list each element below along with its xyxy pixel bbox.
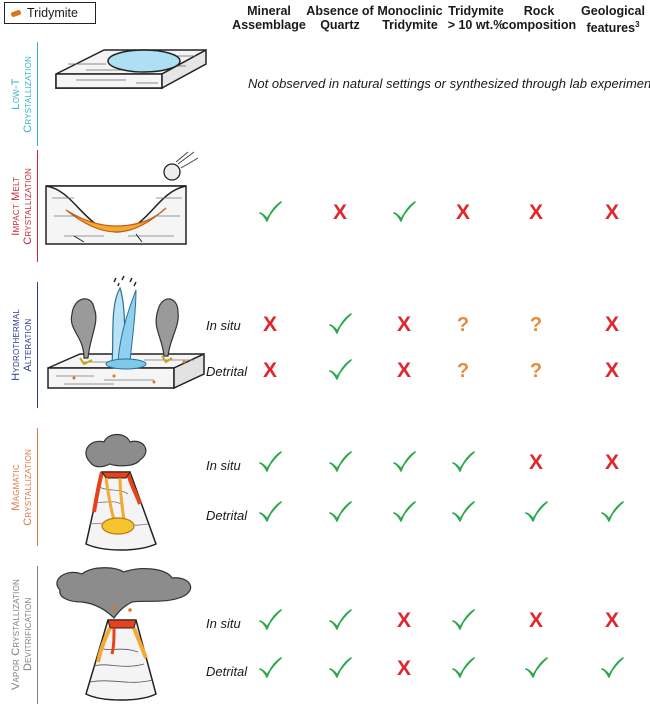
svg-text:X: X: [263, 359, 277, 382]
cross-mark-icon: X: [257, 311, 283, 337]
check-mark-icon: [327, 655, 353, 681]
cross-mark-icon: X: [599, 311, 625, 337]
check-mark-icon: [599, 655, 625, 681]
svg-text:X: X: [529, 201, 543, 224]
check-mark-icon: [599, 499, 625, 525]
check-mark-icon: [257, 449, 283, 475]
check-mark-icon: [450, 655, 476, 681]
cross-mark-icon: X: [523, 199, 549, 225]
cross-mark-icon: X: [523, 449, 549, 475]
svg-text:X: X: [333, 201, 347, 224]
check-mark-icon: [327, 311, 353, 337]
scenario-divider-magmatic: [37, 428, 39, 546]
tridymite-swatch-icon: [10, 8, 22, 18]
cross-mark-icon: X: [257, 357, 283, 383]
question-mark-icon: ?: [450, 311, 476, 337]
check-mark-icon: [450, 607, 476, 633]
svg-text:X: X: [529, 451, 543, 474]
legend: Tridymite: [4, 2, 96, 24]
check-mark-icon: [391, 199, 417, 225]
check-mark-icon: [523, 499, 549, 525]
svg-text:X: X: [397, 359, 411, 382]
svg-text:X: X: [397, 657, 411, 680]
check-mark-icon: [450, 449, 476, 475]
svg-text:X: X: [529, 609, 543, 632]
cross-mark-icon: X: [391, 655, 417, 681]
check-mark-icon: [450, 499, 476, 525]
svg-text:X: X: [605, 451, 619, 474]
svg-text:?: ?: [457, 360, 469, 382]
check-mark-icon: [257, 655, 283, 681]
cross-mark-icon: X: [599, 449, 625, 475]
svg-text:?: ?: [530, 314, 542, 336]
cross-mark-icon: X: [523, 607, 549, 633]
scenario-divider-vapor: [37, 566, 39, 704]
cross-mark-icon: X: [391, 357, 417, 383]
low-t-slab-illustration: [55, 48, 207, 90]
svg-text:X: X: [397, 609, 411, 632]
magmatic-volcano-illustration: [85, 433, 157, 551]
check-mark-icon: [327, 357, 353, 383]
svg-text:X: X: [456, 201, 470, 224]
check-mark-icon: [391, 449, 417, 475]
check-mark-icon: [523, 655, 549, 681]
question-mark-icon: ?: [523, 311, 549, 337]
cross-mark-icon: X: [450, 199, 476, 225]
legend-label: Tridymite: [27, 6, 78, 20]
row-label-magmatic-detrital: Detrital: [206, 508, 248, 523]
svg-text:X: X: [263, 313, 277, 336]
cross-mark-icon: X: [391, 311, 417, 337]
check-mark-icon: [327, 607, 353, 633]
row-label-vapor-in-situ: In situ: [206, 616, 241, 631]
svg-text:X: X: [397, 313, 411, 336]
scenario-divider-low-t: [37, 42, 39, 146]
question-mark-icon: ?: [523, 357, 549, 383]
row-label-hydrothermal-in-situ: In situ: [206, 318, 241, 333]
question-mark-icon: ?: [450, 357, 476, 383]
cross-mark-icon: X: [599, 607, 625, 633]
impact-crater-illustration: [45, 151, 199, 245]
scenario-divider-hydrothermal: [37, 282, 39, 408]
check-mark-icon: [391, 499, 417, 525]
row-label-hydrothermal-detrital: Detrital: [206, 364, 248, 379]
cross-mark-icon: X: [327, 199, 353, 225]
svg-text:X: X: [605, 201, 619, 224]
cross-mark-icon: X: [599, 199, 625, 225]
low-t-note: Not observed in natural settings or synt…: [248, 76, 650, 91]
svg-text:X: X: [605, 609, 619, 632]
scenario-divider-impact-melt: [37, 150, 39, 262]
svg-text:X: X: [605, 359, 619, 382]
check-mark-icon: [327, 499, 353, 525]
vapor-volcano-illustration: [56, 567, 192, 701]
check-mark-icon: [257, 499, 283, 525]
hydrothermal-illustration: [47, 275, 205, 390]
cross-mark-icon: X: [391, 607, 417, 633]
check-mark-icon: [257, 199, 283, 225]
column-header-tridymite-wt: Tridymite> 10 wt.%: [447, 4, 505, 32]
svg-text:?: ?: [530, 360, 542, 382]
svg-text:?: ?: [457, 314, 469, 336]
check-mark-icon: [257, 607, 283, 633]
check-mark-icon: [327, 449, 353, 475]
cross-mark-icon: X: [599, 357, 625, 383]
row-label-vapor-detrital: Detrital: [206, 664, 248, 679]
row-label-magmatic-in-situ: In situ: [206, 458, 241, 473]
svg-text:X: X: [605, 313, 619, 336]
